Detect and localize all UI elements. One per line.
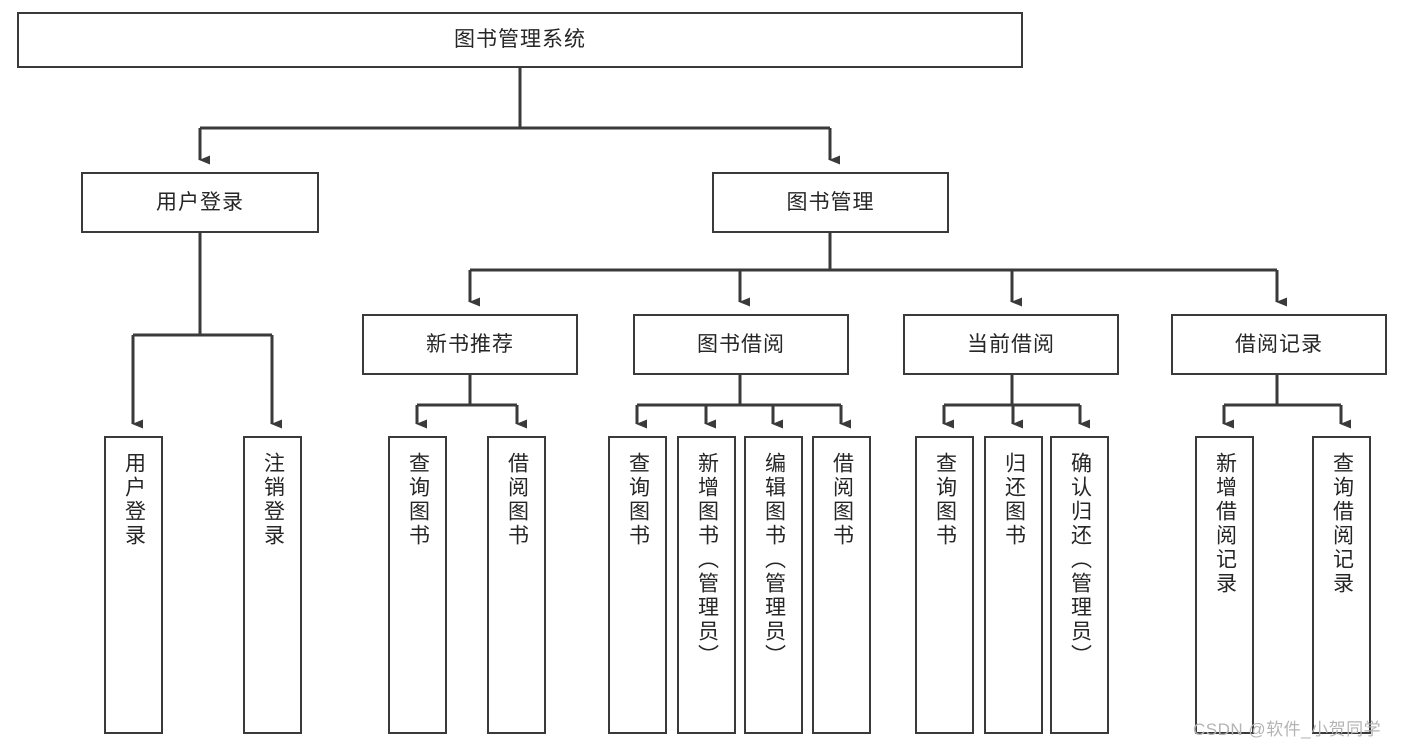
node-leaf-logout-label: 注销登录 bbox=[261, 452, 285, 548]
node-root-label: 图书管理系统 bbox=[454, 28, 586, 52]
node-user-login[interactable]: 用户登录 bbox=[81, 172, 319, 233]
node-borrow-record-label: 借阅记录 bbox=[1235, 332, 1323, 356]
node-book-manage-label: 图书管理 bbox=[786, 190, 875, 214]
node-leaf-return-book-label: 归还图书 bbox=[1002, 452, 1026, 548]
node-book-borrow[interactable]: 图书借阅 bbox=[633, 314, 849, 375]
node-leaf-user-login-label: 用户登录 bbox=[122, 452, 146, 548]
node-leaf-borrow-book-1[interactable]: 借阅图书 bbox=[487, 436, 546, 734]
node-leaf-logout[interactable]: 注销登录 bbox=[243, 436, 302, 734]
node-leaf-query-book-3[interactable]: 查询图书 bbox=[915, 436, 974, 734]
node-leaf-confirm-return[interactable]: 确认归还（管理员） bbox=[1050, 436, 1109, 734]
node-book-manage[interactable]: 图书管理 bbox=[712, 172, 949, 233]
node-leaf-edit-book-label: 编辑图书（管理员） bbox=[762, 452, 786, 668]
node-leaf-query-record-label: 查询借阅记录 bbox=[1330, 452, 1354, 596]
node-leaf-user-login[interactable]: 用户登录 bbox=[104, 436, 163, 734]
node-leaf-borrow-book-1-label: 借阅图书 bbox=[505, 452, 529, 548]
node-leaf-query-book-3-label: 查询图书 bbox=[933, 452, 957, 548]
node-book-borrow-label: 图书借阅 bbox=[697, 332, 785, 356]
node-current-borrow-label: 当前借阅 bbox=[967, 332, 1055, 356]
node-leaf-query-book-1-label: 查询图书 bbox=[406, 452, 430, 548]
node-leaf-query-book-2[interactable]: 查询图书 bbox=[608, 436, 667, 734]
node-current-borrow[interactable]: 当前借阅 bbox=[903, 314, 1119, 375]
node-leaf-query-book-2-label: 查询图书 bbox=[626, 452, 650, 548]
node-leaf-query-book-1[interactable]: 查询图书 bbox=[388, 436, 447, 734]
node-borrow-record[interactable]: 借阅记录 bbox=[1171, 314, 1387, 375]
node-new-book-rec-label: 新书推荐 bbox=[426, 332, 514, 356]
node-user-login-label: 用户登录 bbox=[156, 190, 244, 214]
node-leaf-query-record[interactable]: 查询借阅记录 bbox=[1312, 436, 1371, 734]
node-leaf-add-record[interactable]: 新增借阅记录 bbox=[1195, 436, 1254, 734]
node-leaf-add-book-label: 新增图书（管理员） bbox=[695, 452, 719, 668]
node-leaf-edit-book[interactable]: 编辑图书（管理员） bbox=[744, 436, 803, 734]
node-leaf-return-book[interactable]: 归还图书 bbox=[984, 436, 1043, 734]
node-leaf-borrow-book-2-label: 借阅图书 bbox=[830, 452, 854, 548]
node-new-book-rec[interactable]: 新书推荐 bbox=[362, 314, 578, 375]
node-leaf-borrow-book-2[interactable]: 借阅图书 bbox=[812, 436, 871, 734]
node-leaf-confirm-return-label: 确认归还（管理员） bbox=[1068, 452, 1092, 668]
node-root[interactable]: 图书管理系统 bbox=[17, 12, 1023, 68]
csdn-watermark: CSDN @软件_小贺同学 bbox=[1193, 720, 1382, 739]
node-leaf-add-record-label: 新增借阅记录 bbox=[1213, 452, 1237, 596]
node-leaf-add-book[interactable]: 新增图书（管理员） bbox=[677, 436, 736, 734]
